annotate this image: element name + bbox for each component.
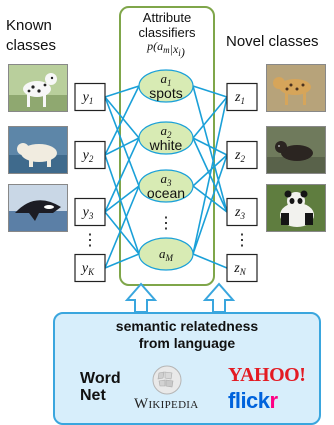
polar-bear-photo	[8, 126, 68, 174]
class-node-box	[226, 253, 258, 283]
class-node-box	[74, 197, 106, 227]
known-ellipsis: ⋮	[82, 232, 98, 249]
wikipedia-wordmark: Wikipedia	[134, 396, 199, 412]
right-up-arrow	[202, 282, 236, 313]
known-classes-title: Known classes	[6, 16, 56, 56]
known-classes-title-line2: classes	[6, 37, 57, 54]
edge-y1-a3	[104, 96, 140, 187]
attribute-classifiers-title-line1: Attribute	[142, 10, 192, 25]
class-node-y1: y1	[74, 82, 106, 112]
class-node-z1: z1	[226, 82, 258, 112]
wordnet-line1: Word	[80, 370, 121, 387]
attribute-label-ocean: ocean	[147, 185, 185, 201]
edge-y1-a1	[104, 85, 140, 98]
class-node-yK: yK	[74, 253, 106, 283]
formula-p-am-given-xi: p(am|xi)	[146, 39, 185, 59]
semantic-line1: semantic relatedness	[115, 318, 259, 334]
class-node-label-y2: y2	[81, 148, 94, 164]
semantic-relatedness-box	[53, 312, 321, 425]
class-node-z2: z2	[226, 140, 258, 170]
attribute-label-spots: spots	[149, 85, 182, 101]
attribute-symbol-aM: aM	[159, 246, 174, 263]
giant-panda-photo	[266, 184, 326, 232]
edge-y2-a4	[104, 154, 140, 255]
class-node-box	[226, 82, 258, 112]
edge-a4-z2	[192, 154, 228, 255]
novel-class-nodes: z1 z2 z3 zN	[226, 82, 258, 283]
edge-yK-a4	[104, 253, 140, 269]
attribute-node-shape	[138, 169, 194, 203]
attribute-label-white: white	[149, 137, 183, 153]
attribute-node-aM: aM	[138, 237, 194, 271]
class-node-box	[74, 82, 106, 112]
leopard-photo	[266, 64, 326, 112]
edges	[104, 85, 228, 269]
edge-y1-a2	[104, 96, 140, 139]
edge-y2-a2	[104, 137, 140, 156]
semantic-relatedness-text: semantic relatedness from language	[53, 318, 321, 352]
edge-y3-a3	[104, 185, 140, 213]
dalmatian-photo	[8, 64, 68, 112]
class-node-y2: y2	[74, 140, 106, 170]
attribute-symbol-a1: a1	[161, 71, 172, 88]
wordnet-line2: Net	[80, 387, 106, 404]
attribute-node-shape	[138, 69, 194, 103]
class-node-label-z2: z2	[234, 148, 245, 164]
edge-y3-a4	[104, 211, 140, 255]
class-node-zN: zN	[226, 253, 258, 283]
edge-y3-a2	[104, 137, 140, 213]
wikipedia-globe-icon	[150, 364, 184, 396]
class-node-label-z3: z3	[234, 205, 245, 221]
killer-whale-photo	[8, 184, 68, 232]
known-classes-title-line1: Known	[6, 17, 52, 34]
class-node-label-yK: yK	[80, 261, 95, 277]
known-class-nodes: y1 y2 y3 yK	[74, 82, 106, 283]
class-node-z3: z3	[226, 197, 258, 227]
flickr-pink-part: r	[269, 388, 279, 413]
novel-classes-title: Novel classes	[226, 33, 319, 50]
class-node-y3: y3	[74, 197, 106, 227]
edge-y2-a1	[104, 85, 140, 156]
flickr-blue-part: flick	[228, 388, 270, 413]
edge-a4-z1	[192, 96, 228, 255]
edge-a3-z2	[192, 154, 228, 187]
edge-a1-z1	[192, 85, 228, 98]
attribute-node-shape	[138, 121, 194, 155]
edge-a2-z2	[192, 137, 228, 156]
attribute-classifiers-title: Attribute classifiers	[121, 10, 213, 40]
flickr-logo: flickr	[228, 388, 278, 414]
novel-ellipsis: ⋮	[234, 232, 250, 249]
class-node-box	[74, 253, 106, 283]
otter-photo	[266, 126, 326, 174]
yahoo-logo: YAHOO!	[228, 364, 306, 386]
attribute-node-shape	[138, 237, 194, 271]
edge-a4-zN	[192, 253, 228, 269]
attribute-classifiers-title-line2: classifiers	[138, 25, 196, 40]
class-node-label-z1: z1	[234, 90, 245, 106]
attribute-symbol-a2: a2	[161, 123, 173, 140]
attribute-symbol-a3: a3	[161, 171, 173, 188]
class-node-label-y1: y1	[81, 90, 94, 106]
semantic-line2: from language	[138, 335, 236, 351]
attr-ellipsis: ⋮	[158, 215, 174, 232]
edge-a3-z3	[192, 185, 228, 213]
class-node-box	[74, 140, 106, 170]
edge-a1-z3	[192, 85, 228, 213]
class-node-box	[226, 140, 258, 170]
edge-yK-a3	[104, 185, 140, 269]
class-node-label-y3: y3	[81, 205, 94, 221]
wordnet-logo: Word Net	[80, 370, 121, 404]
edge-a2-z1	[192, 96, 228, 139]
class-node-label-zN: zN	[233, 261, 246, 277]
class-node-box	[226, 197, 258, 227]
